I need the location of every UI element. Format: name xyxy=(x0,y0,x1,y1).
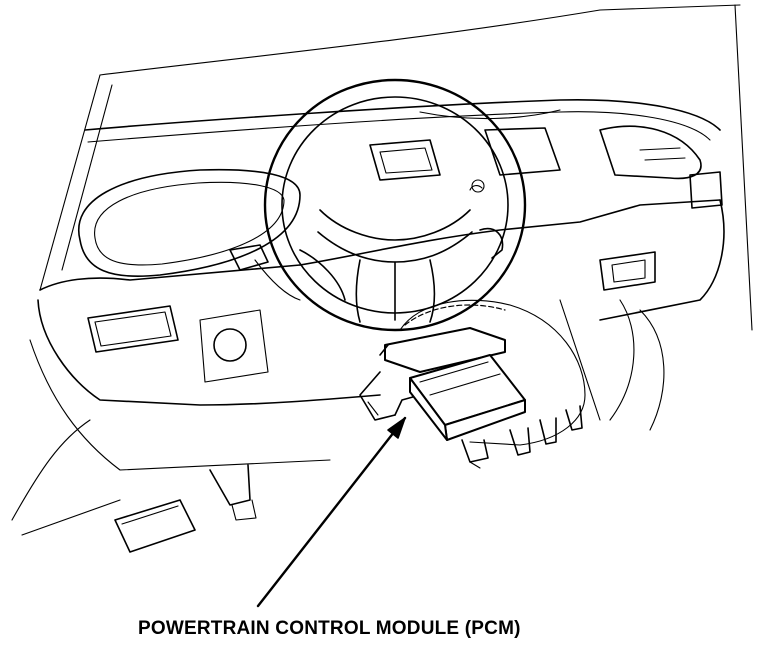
pedals xyxy=(114,464,257,553)
windshield-frame xyxy=(39,4,753,331)
dashboard-top xyxy=(84,98,721,143)
center-vents xyxy=(369,125,723,209)
left-panels xyxy=(87,305,269,383)
column-cover xyxy=(399,299,586,446)
steering-stalk xyxy=(229,244,301,301)
pcm-module xyxy=(359,327,583,469)
dash-face xyxy=(11,199,725,536)
callout-leader-arrow xyxy=(256,416,407,608)
steering-wheel xyxy=(263,78,527,332)
right-panels xyxy=(559,251,665,431)
pcm-callout-label: POWERTRAIN CONTROL MODULE (PCM) xyxy=(138,618,521,639)
instrument-cluster xyxy=(77,168,301,278)
